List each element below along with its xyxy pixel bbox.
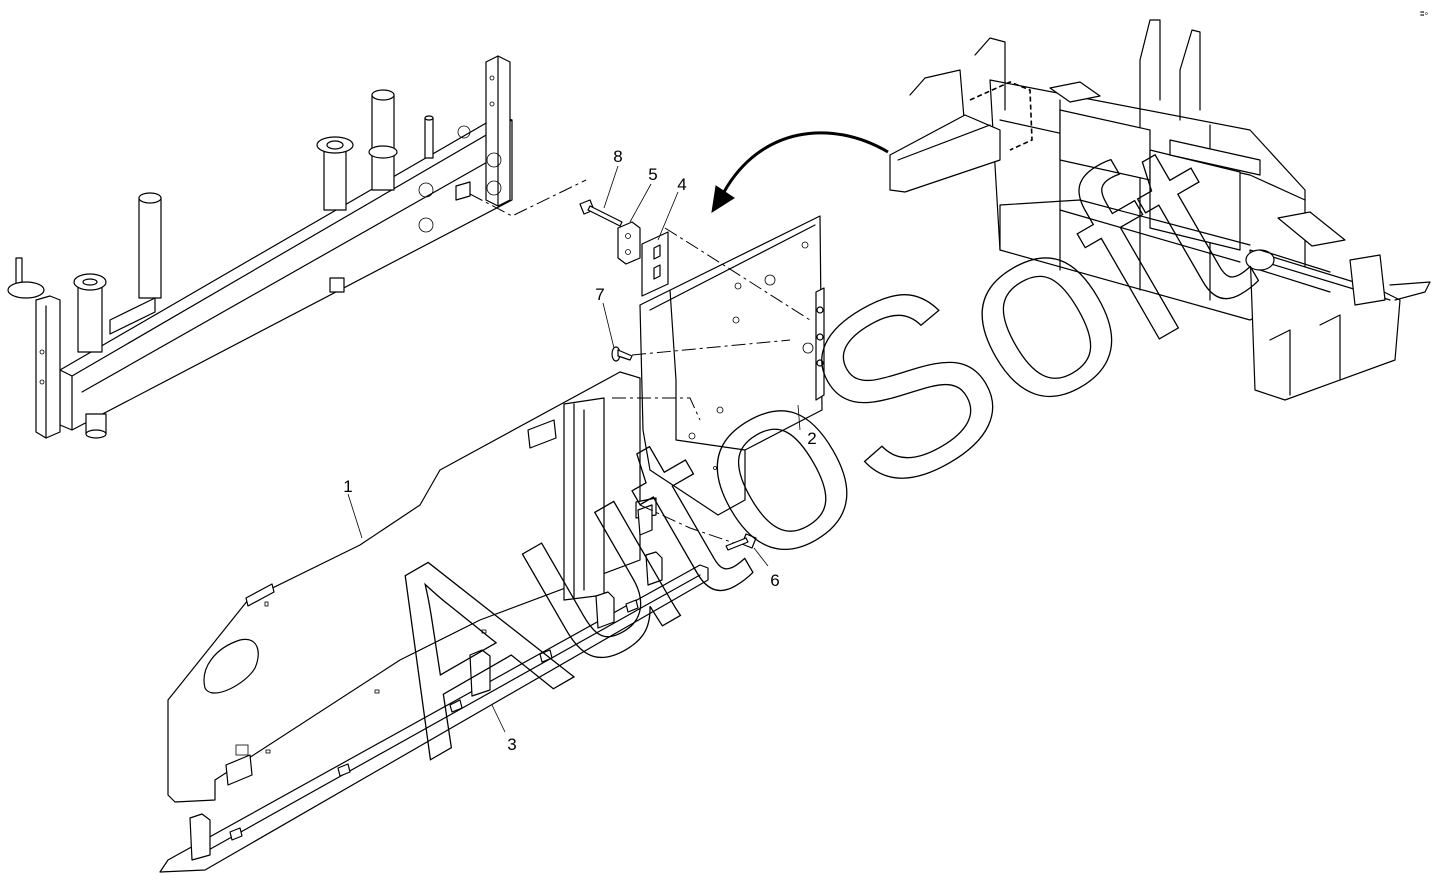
alignment-line <box>639 504 741 546</box>
clamp-plate <box>641 231 669 297</box>
frame-pin <box>7 257 45 299</box>
alignment-line <box>631 339 791 356</box>
leader-lines <box>347 165 801 733</box>
frame-pin <box>316 136 354 211</box>
side-plate <box>167 371 657 803</box>
highlight-outline <box>969 81 1033 151</box>
machine-overview <box>889 19 1431 401</box>
callout-4: 4 <box>677 175 686 194</box>
callout-1: 1 <box>343 477 352 496</box>
frame-pin <box>424 115 434 159</box>
frame-beam <box>7 55 513 439</box>
callout-6: 6 <box>770 571 779 590</box>
corner-code: ⵓ⸰ <box>1420 11 1428 18</box>
mounting-plate <box>637 215 825 536</box>
callout-2: 2 <box>807 429 816 448</box>
frame-pin <box>368 89 398 191</box>
frame-pin <box>138 192 162 299</box>
bottom-rail <box>159 551 709 873</box>
assembly-direction-arrow <box>711 131 889 214</box>
bolt-8 <box>579 199 623 227</box>
callout-7: 7 <box>595 285 604 304</box>
spacer-plate <box>617 221 641 265</box>
alignment-line <box>612 397 701 421</box>
screw-7 <box>611 346 633 362</box>
alignment-line <box>469 179 587 217</box>
alignment-line <box>664 227 811 321</box>
bolt-6 <box>725 533 757 551</box>
callout-3: 3 <box>507 735 516 754</box>
callout-5: 5 <box>648 165 657 184</box>
frame-pin <box>73 273 107 353</box>
callout-8: 8 <box>613 147 622 166</box>
